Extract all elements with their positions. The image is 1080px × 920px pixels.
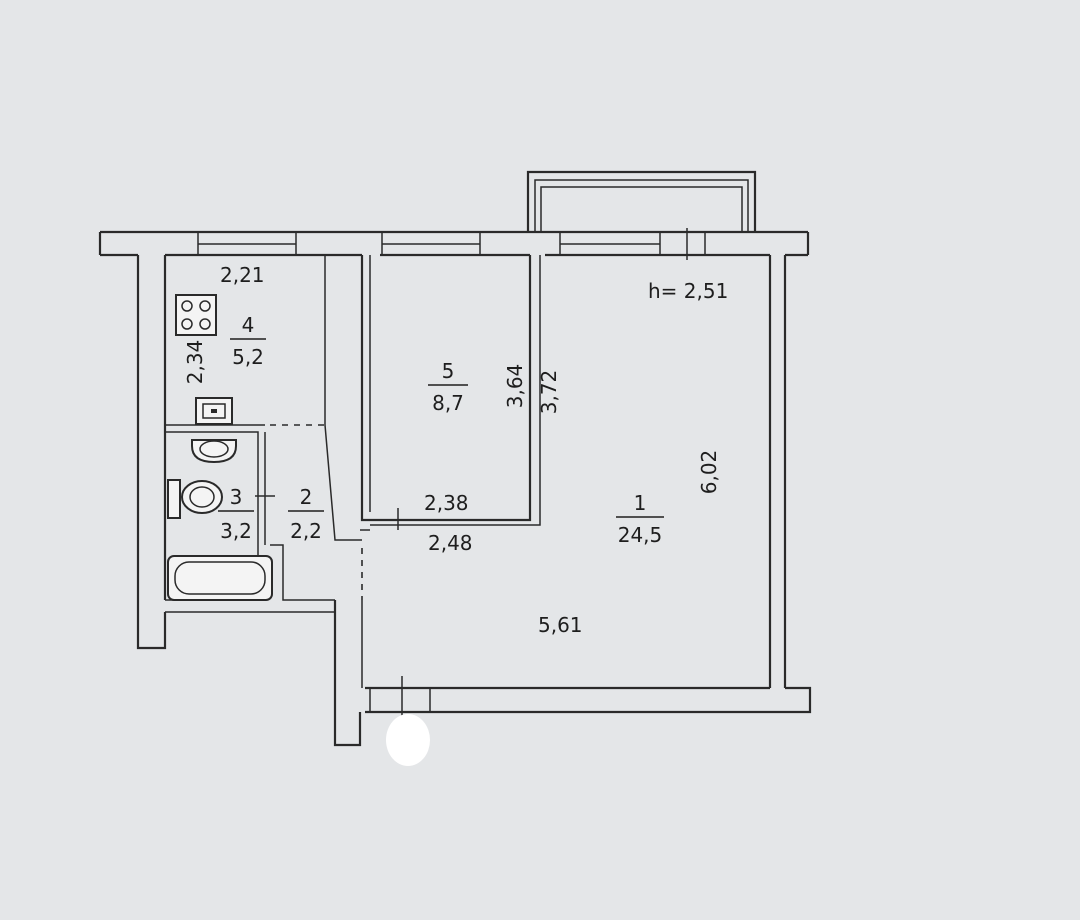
room-1-width-label: 5,61 [538, 613, 583, 637]
outer-walls [98, 230, 812, 747]
toilet-icon [167, 479, 223, 519]
room-1-area: 24,5 [618, 523, 663, 547]
bathtub-icon [167, 555, 273, 601]
room-5-depth-a-label: 3,64 [503, 364, 527, 409]
room-3-area: 3,2 [220, 519, 252, 543]
stove-icon [175, 294, 217, 336]
room-1-depth-label: 6,02 [697, 450, 721, 495]
balcony [526, 170, 757, 232]
windows [197, 228, 706, 260]
room-5-depth-b-label: 3,72 [537, 370, 561, 415]
room-5-area: 8,7 [432, 391, 464, 415]
room-1-number: 1 [634, 491, 647, 515]
room-2-number: 2 [300, 485, 313, 509]
washbasin-icon [191, 439, 237, 464]
redaction-mark [386, 714, 430, 766]
fixtures [167, 294, 273, 601]
hall-width-label: 2,48 [428, 531, 473, 555]
kitchen-width-label: 2,21 [220, 263, 265, 287]
ceiling-height-label: h= 2,51 [648, 279, 728, 303]
room-5-width-label: 2,38 [424, 491, 469, 515]
room-2-area: 2,2 [290, 519, 322, 543]
kitchen-depth-label: 2,34 [183, 340, 207, 385]
room-4-area: 5,2 [232, 345, 264, 369]
room-5-number: 5 [442, 359, 455, 383]
labels: 2,21 h= 2,51 4 5,2 2,34 5 8,7 3,64 3,72 … [183, 263, 728, 637]
room-3-number: 3 [230, 485, 243, 509]
room-4-number: 4 [242, 313, 255, 337]
